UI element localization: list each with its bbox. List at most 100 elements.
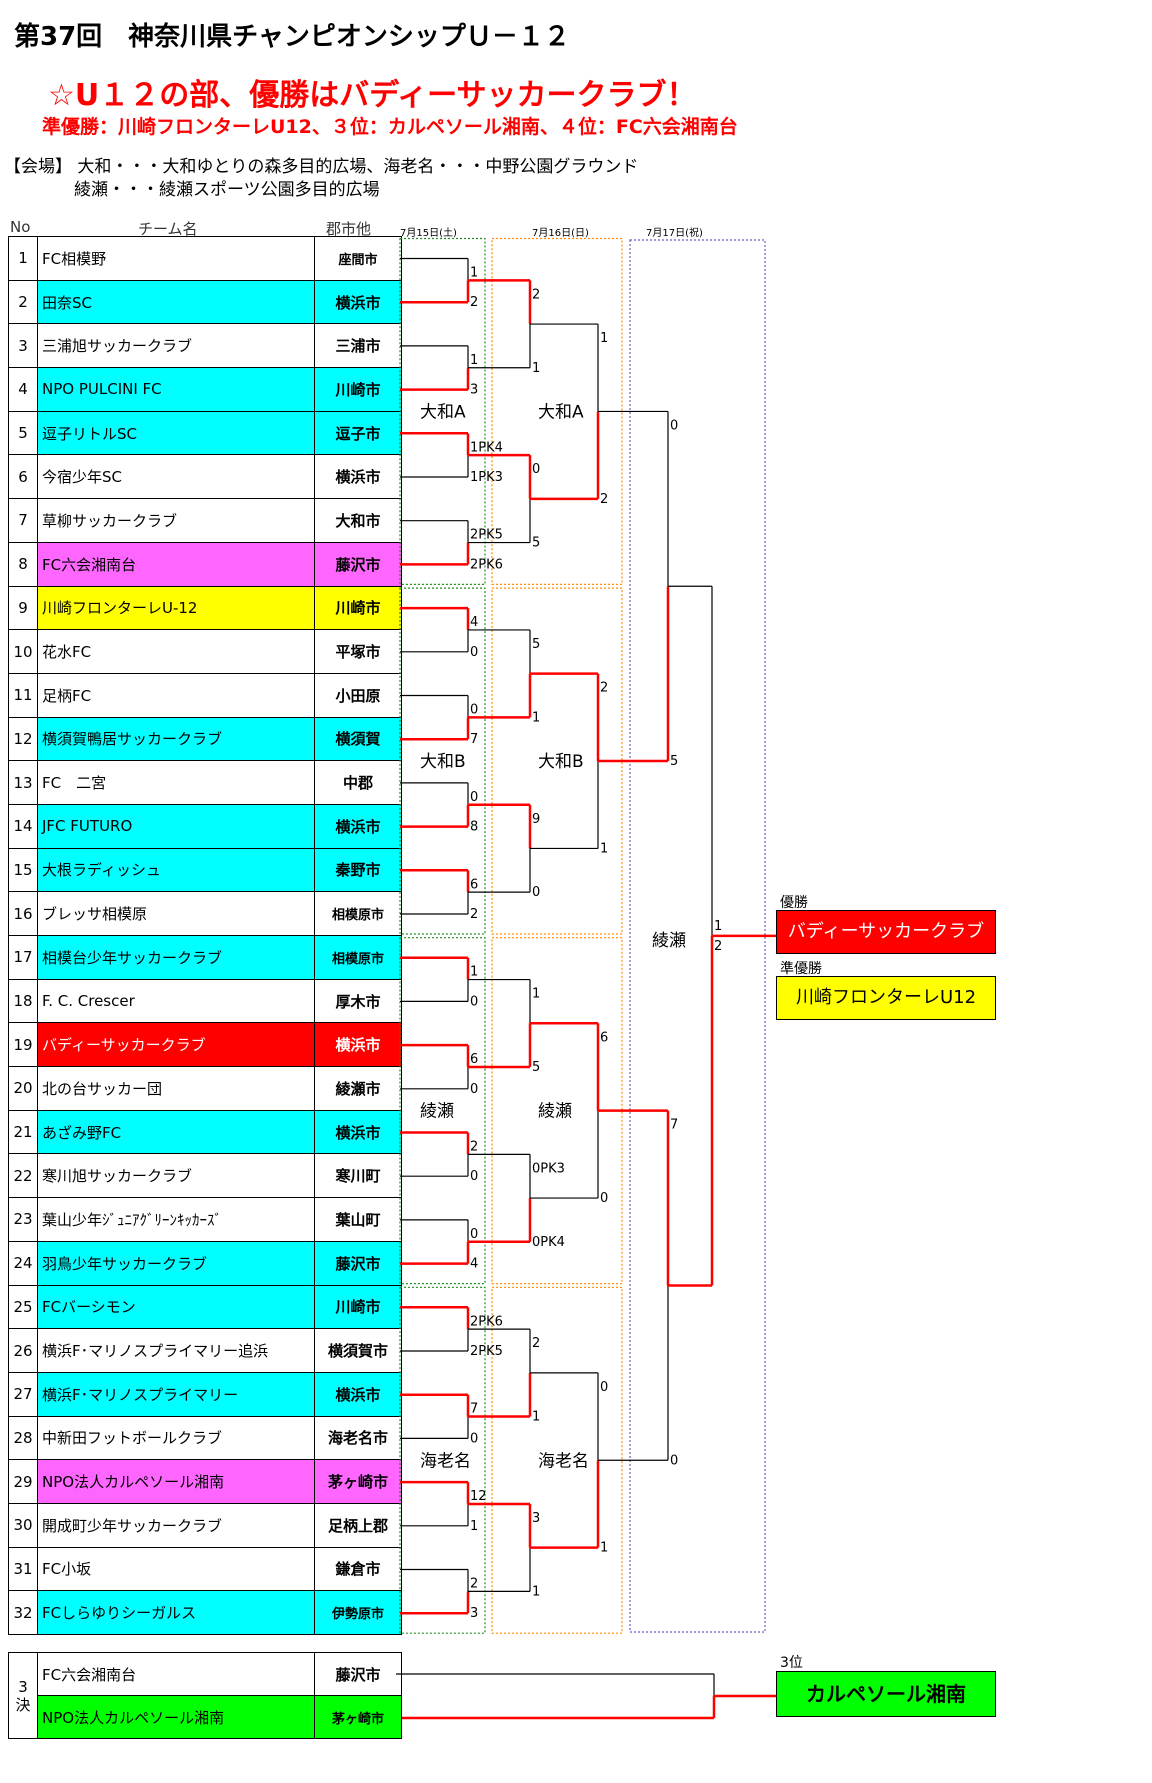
team-number: 9 — [8, 585, 38, 631]
team-number: 25 — [8, 1284, 38, 1330]
team-name: 葉山少年ｼﾞｭﾆｱｸﾞﾘｰﾝｷｯｶｰｽﾞ — [37, 1197, 315, 1242]
team-name: あざみ野FC — [37, 1109, 315, 1155]
venue-label: 海老名 — [420, 1451, 471, 1471]
venue-label: 大和B — [538, 752, 584, 772]
venue-line-2: 綾瀬・・・綾瀬スポーツ公園多目的広場 — [74, 180, 380, 200]
team-name: ブレッサ相模原 — [37, 891, 315, 936]
round1-score: 0 — [470, 1431, 478, 1446]
round2-score: 0PK3 — [532, 1161, 565, 1176]
round1-score: 7 — [470, 1402, 478, 1417]
team-name: NPO PULCINI FC — [37, 367, 315, 412]
team-name: 足柄FC — [37, 672, 315, 718]
round1-score: 1 — [470, 1519, 478, 1534]
team-number: 11 — [8, 672, 38, 718]
venue-label: 海老名 — [538, 1451, 589, 1471]
runnerup-label: 準優勝 — [780, 961, 822, 977]
team-city: 大和市 — [314, 498, 402, 543]
round1-score: 0 — [470, 1227, 478, 1242]
round2-score: 5 — [532, 637, 540, 652]
round3-score: 0 — [600, 1380, 608, 1395]
team-name: バディーサッカークラブ — [37, 1022, 315, 1068]
round2-score: 1 — [532, 1410, 540, 1425]
team-number: 6 — [8, 454, 38, 500]
round1-score: 4 — [470, 615, 478, 630]
venue-box-day3 — [629, 239, 766, 1633]
team-city: 綾瀬市 — [314, 1066, 402, 1111]
semifinal-score: 0 — [670, 1453, 678, 1468]
venue-box-day1 — [399, 937, 486, 1285]
team-number: 5 — [8, 410, 38, 456]
team-name: FC小坂 — [37, 1546, 315, 1592]
round2-score: 1 — [532, 710, 540, 725]
team-number: 31 — [8, 1546, 38, 1592]
venue-label: 綾瀬 — [652, 931, 686, 951]
round2-score: 0PK4 — [532, 1235, 565, 1250]
team-city: 足柄上郡 — [314, 1502, 402, 1548]
team-city: 横浜市 — [314, 279, 402, 325]
round1-score: 2 — [470, 907, 478, 922]
team-name: 開成町少年サッカークラブ — [37, 1502, 315, 1548]
round3-score: 1 — [600, 331, 608, 346]
date-day2: 7月16日(日) — [532, 228, 589, 239]
team-number: 27 — [8, 1371, 38, 1417]
team-number: 30 — [8, 1502, 38, 1548]
semifinal-score: 0 — [670, 418, 678, 433]
venue-box-day2 — [491, 1286, 623, 1634]
round3-score: 2 — [600, 681, 608, 696]
round2-score: 3 — [532, 1511, 540, 1526]
team-city: 伊勢原市 — [314, 1590, 402, 1635]
round3-score: 2 — [600, 492, 608, 507]
team-number: 21 — [8, 1109, 38, 1155]
team-number: 1 — [8, 236, 38, 281]
round1-score: 6 — [470, 1052, 478, 1067]
team-name: 羽鳥少年サッカークラブ — [37, 1240, 315, 1286]
round2-score: 5 — [532, 536, 540, 551]
venue-box-day1 — [399, 237, 486, 585]
team-number: 22 — [8, 1153, 38, 1199]
round2-score: 5 — [532, 1060, 540, 1075]
team-name: 寒川旭サッカークラブ — [37, 1153, 315, 1199]
team-name: FC六会湘南台 — [37, 541, 315, 587]
round1-score: 6 — [470, 877, 478, 892]
team-name: 横浜F･マリノスプライマリー — [37, 1371, 315, 1417]
venue-box-day1 — [399, 1286, 486, 1634]
round1-score: 1 — [470, 266, 478, 281]
team-city: 座間市 — [314, 236, 402, 281]
champion-box: バディーサッカークラブ — [776, 910, 996, 954]
round3-score: 6 — [600, 1030, 608, 1045]
team-city: 鎌倉市 — [314, 1546, 402, 1592]
round1-score: 1PK3 — [470, 470, 503, 485]
venue-box-day1 — [399, 587, 486, 935]
team-number: 24 — [8, 1240, 38, 1286]
runnerup-box: 川崎フロンターレU12 — [776, 976, 996, 1020]
semifinal-score: 5 — [670, 754, 678, 769]
team-city: 川崎市 — [314, 367, 402, 412]
venue-box-day2 — [491, 237, 623, 585]
table-row: NPO法人カルペソール湘南 茅ヶ崎市 — [9, 1695, 402, 1739]
team-city: 平塚市 — [314, 629, 402, 674]
round1-score: 1 — [470, 353, 478, 368]
team-name: 川崎フロンターレU-12 — [37, 585, 315, 631]
team-city: 藤沢市 — [314, 541, 402, 587]
team-number: 2 — [8, 279, 38, 325]
round1-score: 3 — [470, 383, 478, 398]
team-city: 海老名市 — [314, 1415, 402, 1461]
round1-score: 0 — [470, 994, 478, 1009]
round1-score: 2 — [470, 1140, 478, 1155]
round3-score: 1 — [600, 1541, 608, 1556]
team-name: FCしらゆりシーガルス — [37, 1590, 315, 1635]
team-name: 北の台サッカー団 — [37, 1066, 315, 1111]
